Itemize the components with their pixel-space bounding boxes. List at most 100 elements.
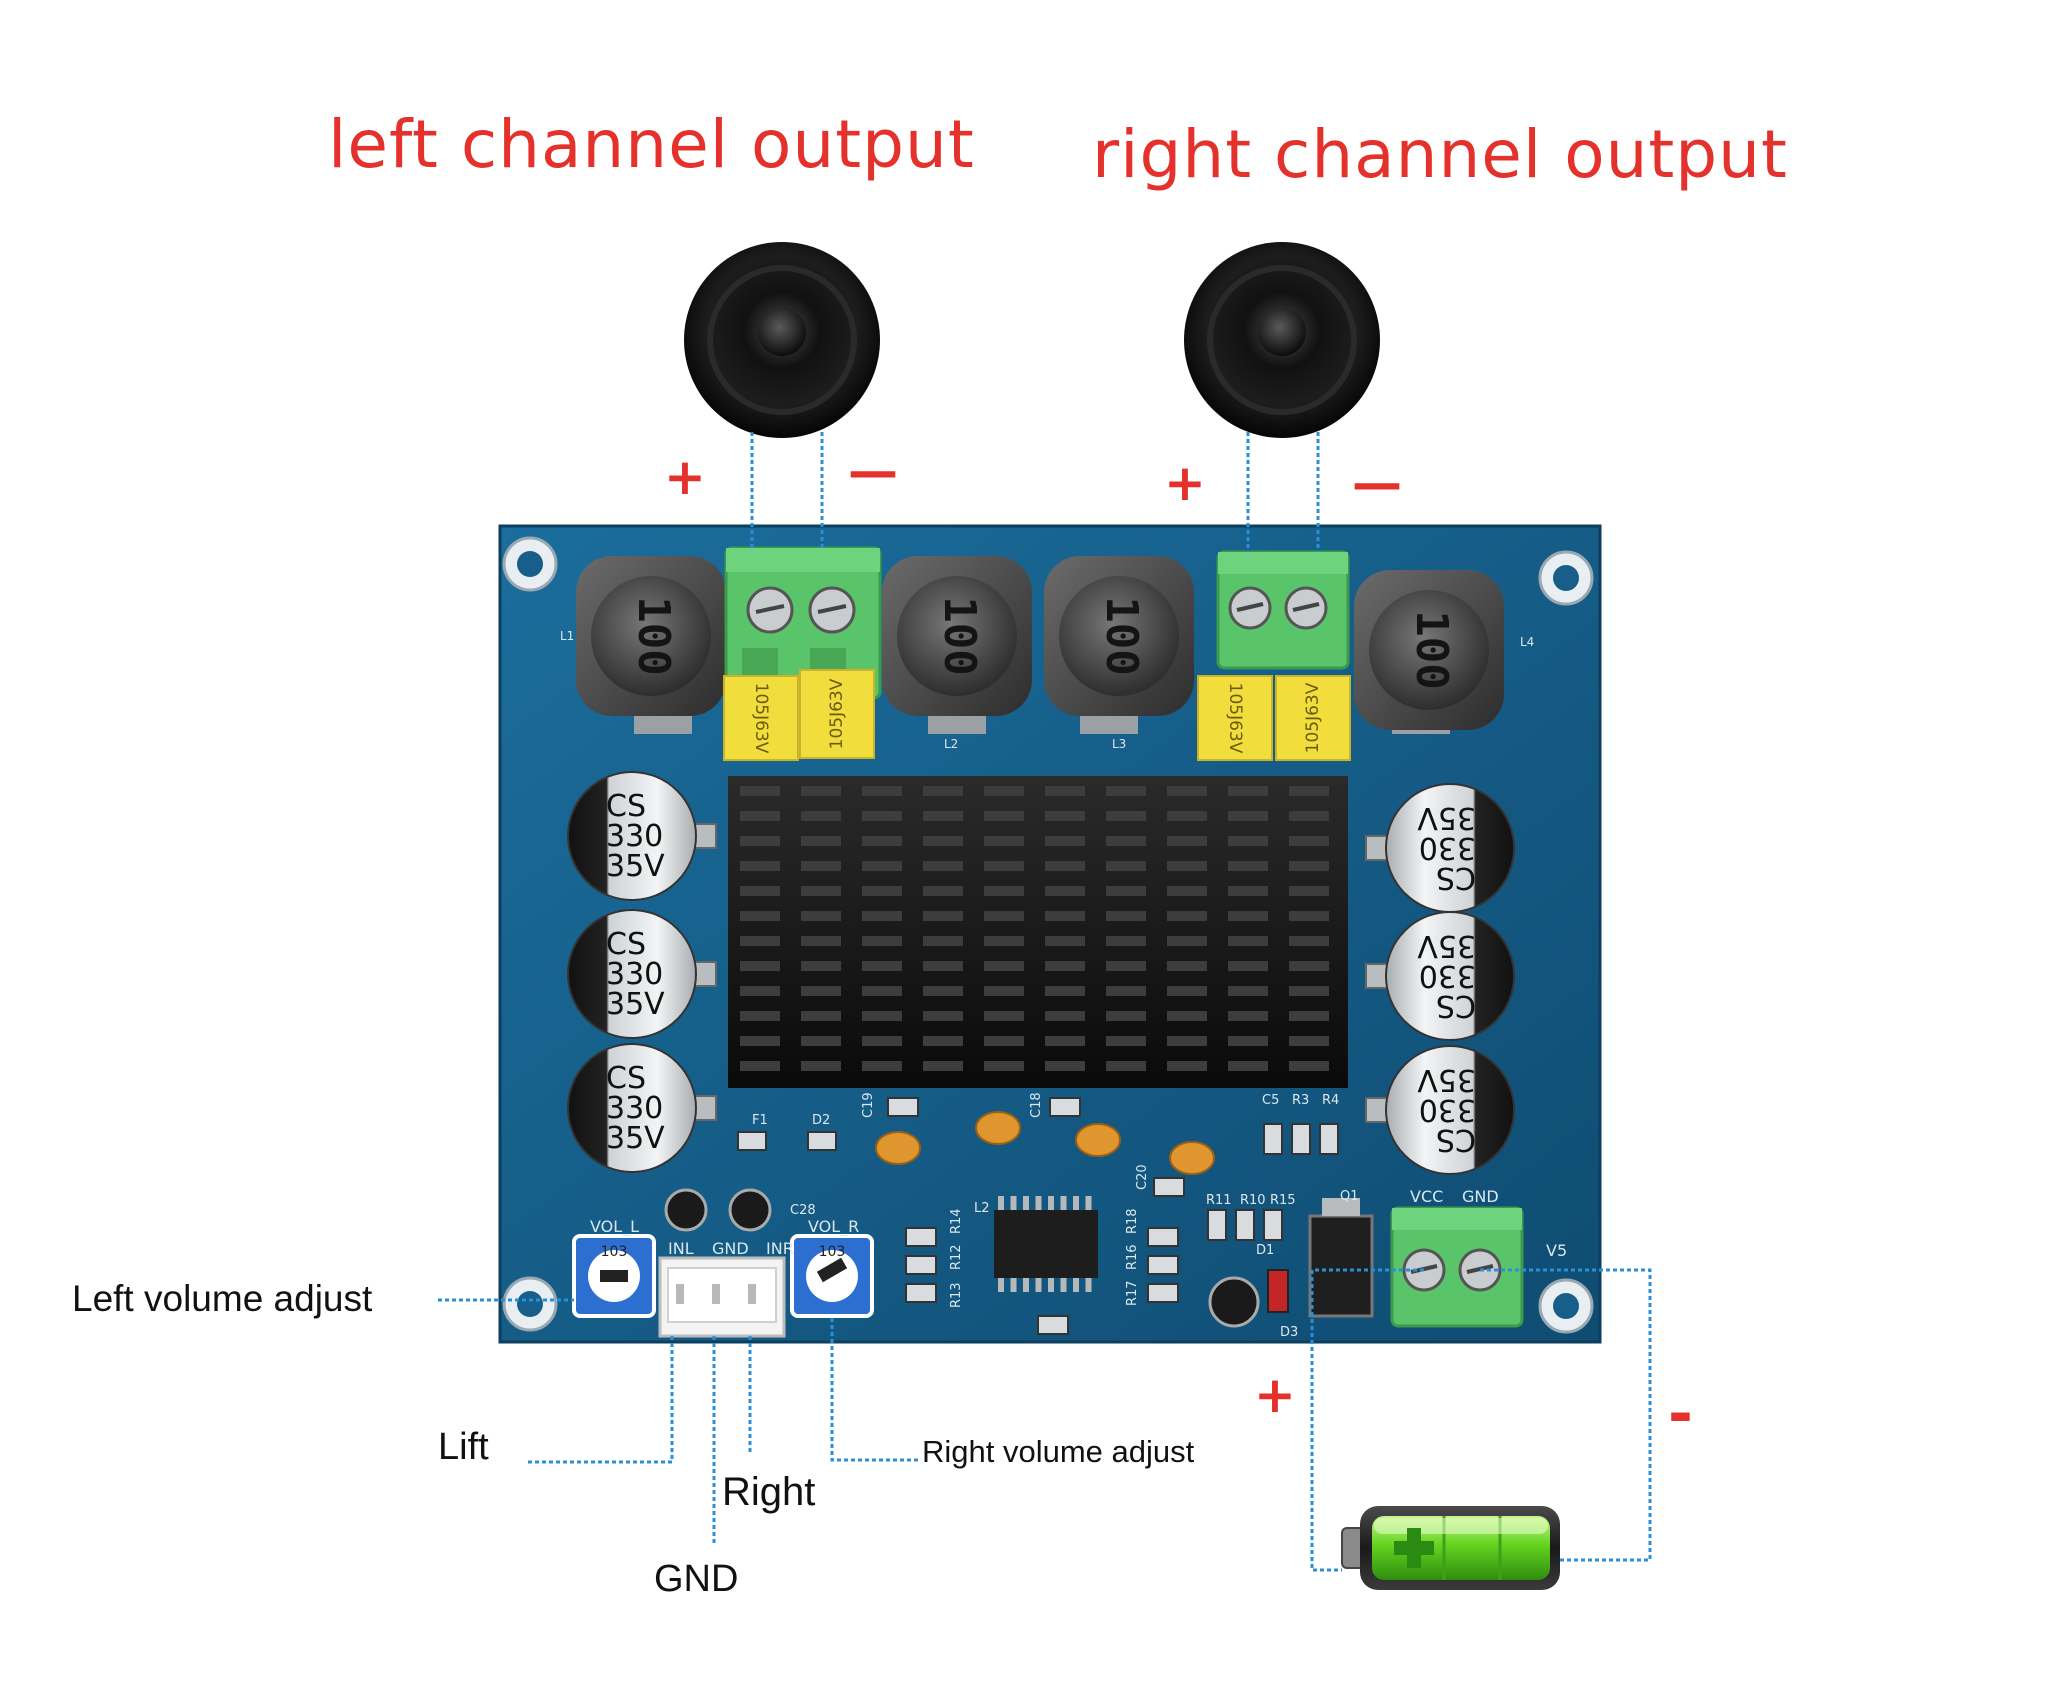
silk-vol-r: VOL_R: [808, 1217, 859, 1237]
silk-c18: C18: [1029, 1092, 1044, 1118]
svg-text:103: 103: [819, 1244, 846, 1260]
silk-r4: R4: [1322, 1093, 1339, 1108]
svg-text:330: 330: [1419, 958, 1476, 993]
silk-f1: F1: [752, 1113, 768, 1128]
battery-minus-sign: -: [1668, 1379, 1693, 1449]
inductor-l3: 100: [1044, 556, 1194, 734]
right-volume-adjust-label: Right volume adjust: [922, 1434, 1195, 1469]
heatsink: [728, 776, 1348, 1088]
left-volume-trimmer[interactable]: 103: [572, 1234, 656, 1318]
svg-text:105J63V: 105J63V: [827, 678, 847, 749]
silk-inl: INL: [668, 1239, 694, 1258]
small-electrolytic-caps: [664, 1188, 1260, 1328]
silk-r17: R17: [1125, 1280, 1140, 1306]
inductor-l1: 100: [576, 556, 726, 734]
svg-text:CS: CS: [606, 789, 646, 824]
svg-text:330: 330: [1419, 1092, 1476, 1127]
power-terminal: [1390, 1206, 1524, 1328]
svg-text:105J63V: 105J63V: [751, 683, 771, 754]
right-label: Right: [722, 1470, 816, 1514]
silk-gnd2: GND: [1462, 1187, 1499, 1206]
battery-icon: [1341, 1506, 1560, 1590]
battery-plus-sign: +: [1254, 1366, 1296, 1424]
svg-text:100: 100: [628, 596, 679, 675]
svg-text:105J63V: 105J63V: [1225, 683, 1245, 754]
silk-gnd: GND: [712, 1239, 749, 1258]
wire-battery-plus: [1310, 1268, 1424, 1572]
silk-c19: C19: [861, 1092, 876, 1118]
ceramic-capacitors: [875, 1111, 1215, 1175]
svg-text:100: 100: [1096, 596, 1147, 675]
svg-text:330: 330: [606, 819, 663, 854]
wiring: [438, 432, 1652, 1572]
silk-q1: Q1: [1340, 1189, 1359, 1204]
silk-c5: C5: [1262, 1093, 1279, 1108]
svg-text:103: 103: [601, 1244, 628, 1260]
svg-text:35V: 35V: [1417, 928, 1476, 963]
svg-text:100: 100: [1406, 610, 1457, 689]
film-capacitors: 105J63V 105J63V 105J63V 105J63V: [723, 669, 1351, 761]
silk-inr: INR: [766, 1239, 794, 1258]
right-speaker-terminal: [1216, 550, 1350, 670]
silk-r13: R13: [949, 1282, 964, 1308]
silk-vol-l: VOL_L: [590, 1217, 639, 1237]
silk-r15: R15: [1270, 1193, 1296, 1208]
silk-vcc: VCC: [1410, 1187, 1443, 1206]
svg-text:35V: 35V: [606, 987, 665, 1022]
diode: [1267, 1269, 1289, 1313]
silk-d2: D2: [812, 1113, 830, 1128]
silk-r18: R18: [1125, 1208, 1140, 1234]
silk-r16: R16: [1125, 1244, 1140, 1270]
svg-text:35V: 35V: [1417, 800, 1476, 835]
audio-input-header: [658, 1256, 786, 1338]
svg-text:330: 330: [1419, 830, 1476, 865]
smd-components: [737, 1097, 1339, 1335]
svg-text:105J63V: 105J63V: [1303, 682, 1323, 753]
left-speaker-icon: [684, 242, 880, 438]
silk-l3: L3: [1112, 737, 1126, 751]
gnd-label: GND: [654, 1558, 739, 1600]
silk-d1: D1: [1256, 1243, 1274, 1258]
silk-v5: V5: [1546, 1241, 1567, 1260]
lift-label: Lift: [438, 1426, 489, 1468]
svg-text:100: 100: [934, 596, 985, 675]
svg-text:CS: CS: [606, 1061, 646, 1096]
left-speaker-minus: —: [848, 442, 898, 500]
right-speaker-icon: [1184, 242, 1380, 438]
silk-r14: R14: [949, 1208, 964, 1234]
svg-text:CS: CS: [1436, 988, 1476, 1023]
svg-text:CS: CS: [606, 927, 646, 962]
right-speaker-minus: —: [1352, 454, 1402, 512]
svg-text:330: 330: [606, 957, 663, 992]
silk-c28: C28: [790, 1203, 816, 1218]
svg-text:35V: 35V: [606, 1121, 665, 1156]
right-speaker-plus: +: [1164, 454, 1206, 512]
svg-text:35V: 35V: [1417, 1062, 1476, 1097]
regulator: [1308, 1198, 1374, 1318]
silk-l2: L2: [944, 737, 958, 751]
silk-l1: L1: [560, 629, 574, 643]
left-volume-adjust-label: Left volume adjust: [72, 1278, 373, 1319]
wire-right-volume: [830, 1318, 918, 1462]
svg-text:330: 330: [606, 1091, 663, 1126]
inductor-l2: 100: [882, 556, 1032, 734]
right-volume-trimmer[interactable]: 103: [790, 1234, 874, 1318]
left-speaker-plus: +: [664, 448, 706, 506]
left-channel-output-heading: left channel output: [328, 106, 975, 183]
silk-r11: R11: [1206, 1193, 1232, 1208]
wire-lift: [528, 1336, 674, 1464]
svg-text:CS: CS: [1436, 1122, 1476, 1157]
wire-battery-minus: [1480, 1268, 1652, 1562]
amplifier-board: 100 100 100 100: [498, 524, 1602, 1344]
silk-u2: L2: [974, 1201, 990, 1216]
